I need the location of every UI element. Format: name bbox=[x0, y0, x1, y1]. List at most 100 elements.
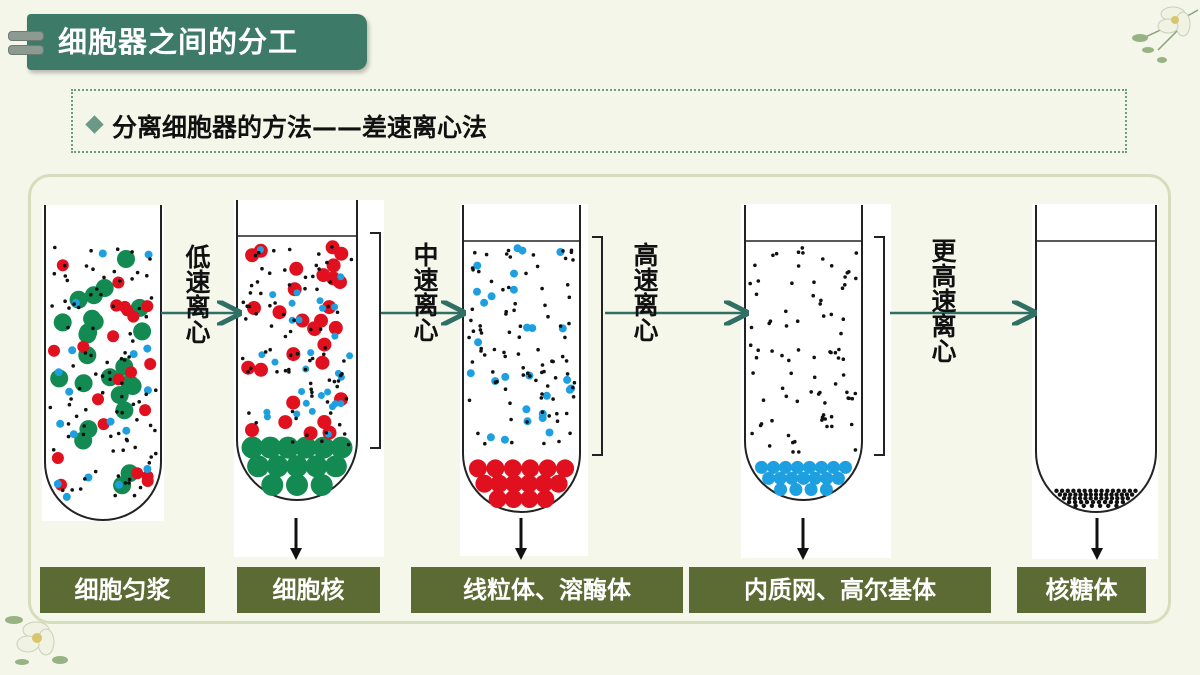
ribosome-particle bbox=[52, 271, 57, 276]
ribosome-particle bbox=[564, 411, 569, 416]
ribosome-particle bbox=[770, 349, 774, 353]
ribosome-particle bbox=[118, 279, 122, 283]
ribosome-particle bbox=[759, 422, 764, 426]
ribosome-particle bbox=[275, 370, 279, 374]
ribosome-particle bbox=[771, 253, 775, 258]
ribosome-particle bbox=[749, 325, 754, 330]
ribosome-particle bbox=[756, 279, 761, 283]
ribosome-particle bbox=[833, 350, 838, 355]
nucleus-pellet-particle bbox=[259, 436, 282, 459]
ribosome-particle bbox=[253, 253, 258, 258]
er-golgi-particle bbox=[295, 316, 303, 324]
ribosome-particle bbox=[854, 276, 858, 281]
er-golgi-particle bbox=[143, 465, 152, 473]
ribosome-particle bbox=[283, 368, 288, 373]
ribosome-particle bbox=[797, 450, 801, 454]
ribosome-particle bbox=[478, 328, 483, 332]
er-golgi-particle bbox=[302, 399, 310, 407]
ribosome-particle bbox=[336, 379, 341, 383]
nucleus-particle bbox=[74, 374, 93, 393]
ribosome-particle bbox=[120, 381, 124, 386]
ribosome-particle bbox=[72, 302, 76, 306]
ribosome-pellet-particle bbox=[1057, 492, 1063, 497]
ribosome-pellet-particle bbox=[1093, 496, 1099, 501]
er-golgi-particle bbox=[509, 285, 518, 294]
nucleus-pellet-particle bbox=[324, 455, 347, 478]
ribosome-particle bbox=[780, 386, 785, 391]
ribosome-particle bbox=[311, 274, 315, 279]
ribosome-particle bbox=[837, 347, 841, 352]
ribosome-particle bbox=[503, 387, 508, 392]
ribosome-pellet-particle bbox=[1093, 492, 1099, 497]
ribosome-particle bbox=[83, 351, 88, 355]
er-golgi-particle bbox=[129, 350, 138, 359]
flower-decoration-bottom-left bbox=[5, 616, 68, 665]
ribosome-pellet-particle bbox=[1110, 488, 1116, 493]
ribosome-particle bbox=[113, 493, 117, 498]
ribosome-pellet-particle bbox=[1061, 496, 1067, 501]
ribosome-particle bbox=[796, 264, 801, 268]
ribosome-particle bbox=[557, 439, 561, 444]
ribosome-particle bbox=[108, 377, 112, 382]
ribosome-particle bbox=[100, 390, 105, 395]
ribosome-particle bbox=[120, 394, 124, 399]
er-golgi-particle bbox=[54, 368, 63, 377]
ribosome-pellet-particle bbox=[1062, 492, 1068, 497]
er-golgi-particle bbox=[98, 249, 107, 258]
ribosome-particle bbox=[309, 387, 314, 392]
ribosome-particle bbox=[148, 257, 152, 261]
mitochondria-pellet-particle bbox=[490, 474, 509, 493]
ribosome-particle bbox=[287, 283, 292, 287]
ribosome-particle bbox=[790, 281, 794, 286]
ribosome-particle bbox=[545, 384, 550, 388]
mitochondria-particle bbox=[315, 355, 330, 370]
ribosome-pellet-particle bbox=[1109, 492, 1114, 497]
ribosome-particle bbox=[137, 306, 142, 311]
ribosome-particle bbox=[119, 356, 124, 361]
er-golgi-particle bbox=[473, 287, 481, 296]
ribosome-particle bbox=[516, 352, 521, 356]
er-golgi-particle bbox=[513, 244, 522, 253]
tube-background bbox=[741, 204, 891, 558]
mitochondria-particle bbox=[303, 426, 318, 441]
ribosome-particle bbox=[53, 245, 57, 250]
er-golgi-pellet-particle bbox=[762, 471, 776, 485]
mitochondria-particle bbox=[131, 467, 144, 480]
ribosome-particle bbox=[149, 455, 153, 459]
flower-decoration-top-right bbox=[1132, 6, 1199, 63]
er-golgi-particle bbox=[317, 392, 325, 399]
ribosome-particle bbox=[795, 319, 800, 324]
ribosome-particle bbox=[116, 474, 121, 478]
er-golgi-particle bbox=[528, 324, 537, 333]
ribosome-particle bbox=[836, 356, 841, 360]
ribosome-particle bbox=[263, 350, 268, 354]
ribosome-particle bbox=[748, 281, 752, 286]
mitochondria-particle bbox=[272, 305, 287, 320]
ribosome-pellet-particle bbox=[1125, 496, 1131, 501]
ribosome-particle bbox=[292, 318, 296, 323]
er-golgi-pellet-particle bbox=[827, 460, 840, 474]
ribosome-particle bbox=[116, 431, 121, 436]
ribosome-particle bbox=[124, 437, 129, 442]
ribosome-particle bbox=[112, 269, 117, 274]
ribosome-particle bbox=[843, 275, 847, 279]
ribosome-particle bbox=[317, 267, 321, 271]
ribosome-pellet-particle bbox=[1099, 488, 1104, 493]
er-golgi-particle bbox=[307, 349, 315, 357]
ribosome-pellet-particle bbox=[1059, 488, 1065, 493]
ribosome-particle bbox=[789, 371, 793, 376]
ribosome-particle bbox=[853, 448, 858, 452]
er-golgi-particle bbox=[563, 375, 572, 384]
er-golgi-particle bbox=[122, 426, 131, 435]
ribosome-particle bbox=[268, 303, 272, 308]
ribosome-pellet-particle bbox=[1124, 492, 1130, 497]
er-golgi-particle bbox=[258, 351, 266, 359]
ribosome-particle bbox=[122, 358, 127, 362]
er-golgi-pellet-particle bbox=[779, 460, 792, 474]
ribosome-particle bbox=[478, 324, 483, 328]
ribosome-particle bbox=[342, 359, 346, 363]
ribosome-particle bbox=[539, 396, 544, 400]
er-golgi-particle bbox=[308, 407, 316, 415]
ribosome-particle bbox=[65, 278, 70, 283]
ribosome-particle bbox=[84, 407, 88, 412]
